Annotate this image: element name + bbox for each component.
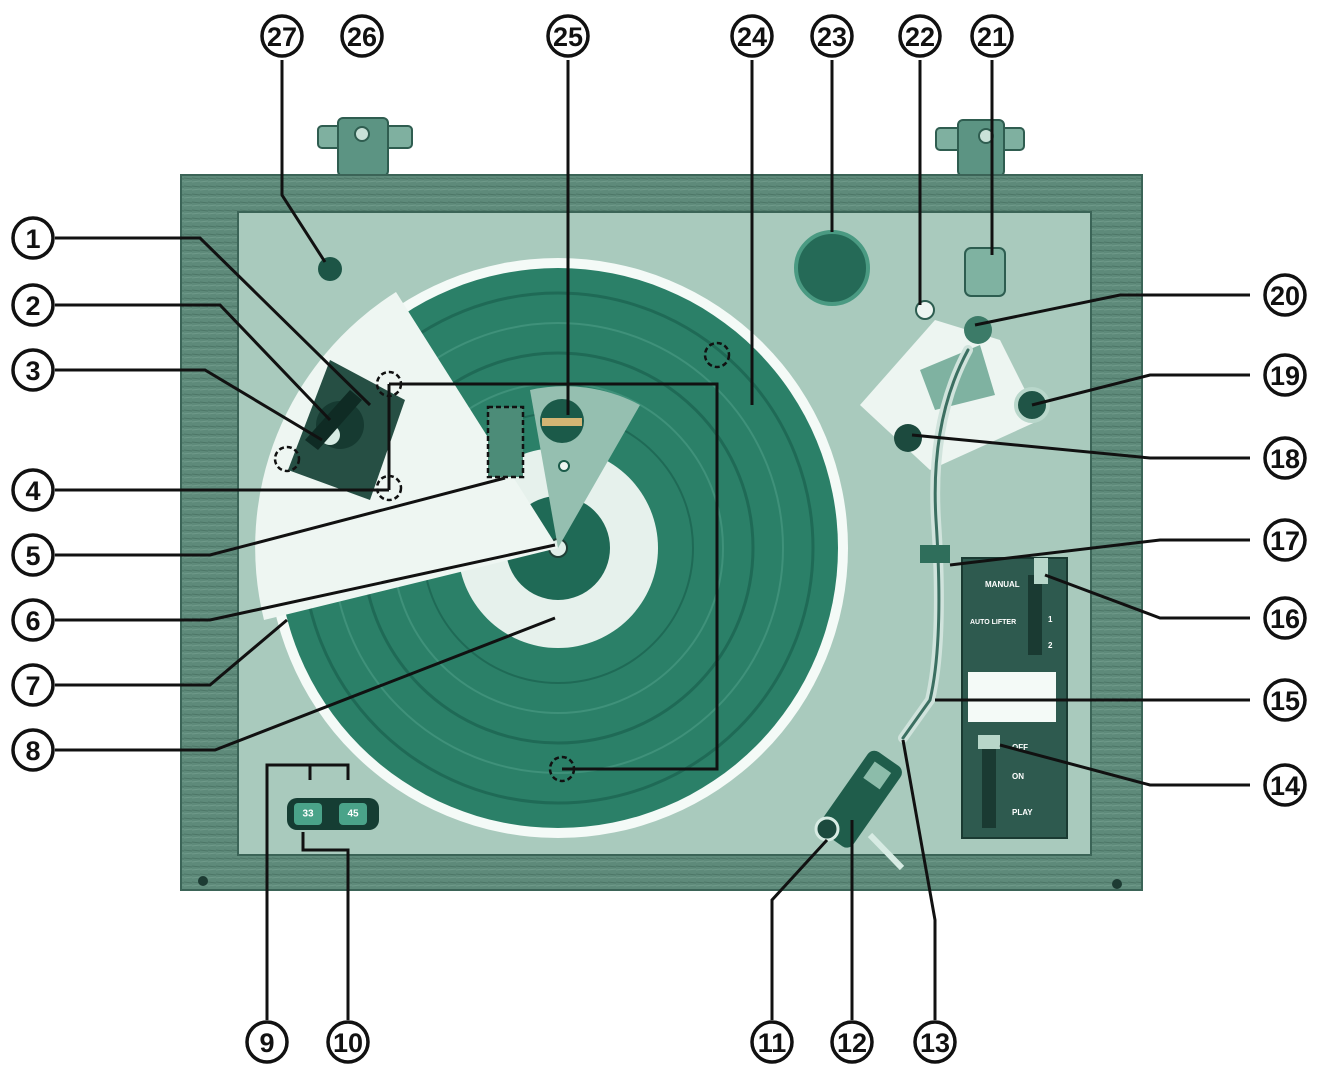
callout-number: 11 bbox=[758, 1028, 787, 1058]
callout-26: 26 bbox=[342, 16, 382, 56]
callout-13: 13 bbox=[915, 1022, 955, 1062]
callout-24: 24 bbox=[732, 16, 772, 56]
callout-number: 4 bbox=[25, 476, 40, 506]
callout-12: 12 bbox=[832, 1022, 872, 1062]
speed-button-45[interactable]: 45 bbox=[347, 809, 359, 820]
panel-label-mode-1: 1 bbox=[1048, 615, 1053, 624]
callout-number: 27 bbox=[267, 22, 297, 52]
callout-22: 22 bbox=[900, 16, 940, 56]
callout-17: 17 bbox=[1265, 520, 1305, 560]
panel-label-play: PLAY bbox=[1012, 808, 1033, 817]
callout-number: 23 bbox=[817, 22, 847, 52]
callout-number: 13 bbox=[920, 1028, 950, 1058]
callout-number: 10 bbox=[333, 1028, 363, 1058]
speed-selector[interactable]: 33 45 bbox=[287, 798, 379, 830]
speed-button-33[interactable]: 33 bbox=[302, 809, 314, 820]
callout-15: 15 bbox=[1265, 680, 1305, 720]
callout-11: 11 bbox=[752, 1022, 792, 1062]
callout-14: 14 bbox=[1265, 765, 1305, 805]
callout-number: 15 bbox=[1270, 686, 1300, 716]
hinge-left bbox=[318, 118, 412, 176]
corner-screw-right bbox=[1112, 879, 1122, 889]
callout-21: 21 bbox=[972, 16, 1012, 56]
callout-16: 16 bbox=[1265, 598, 1305, 638]
marker-dashed-rect bbox=[488, 407, 523, 477]
callout-1: 1 bbox=[13, 218, 53, 258]
callout-number: 7 bbox=[25, 671, 40, 701]
control-panel: MANUAL AUTO LIFTER 1 2 OFF ON PLAY bbox=[962, 558, 1067, 838]
callout-number: 8 bbox=[25, 736, 40, 766]
callout-number: 12 bbox=[837, 1028, 867, 1058]
panel-label-on: ON bbox=[1012, 772, 1024, 781]
callout-10: 10 bbox=[328, 1022, 368, 1062]
callout-number: 24 bbox=[737, 22, 767, 52]
callout-number: 20 bbox=[1270, 281, 1300, 311]
callout-8: 8 bbox=[13, 730, 53, 770]
callout-3: 3 bbox=[13, 350, 53, 390]
panel-label-mode-2: 2 bbox=[1048, 641, 1053, 650]
callout-number: 17 bbox=[1270, 526, 1300, 556]
callout-9: 9 bbox=[247, 1022, 287, 1062]
callout-number: 6 bbox=[25, 606, 40, 636]
callout-4: 4 bbox=[13, 470, 53, 510]
callout-5: 5 bbox=[13, 535, 53, 575]
spindle-adapter-holder bbox=[796, 232, 868, 304]
callout-2: 2 bbox=[13, 285, 53, 325]
callout-number: 25 bbox=[553, 22, 583, 52]
panel-label-manual: MANUAL bbox=[985, 580, 1020, 589]
callout-18: 18 bbox=[1265, 438, 1305, 478]
callout-27: 27 bbox=[262, 16, 302, 56]
callout-number: 14 bbox=[1270, 771, 1300, 801]
callout-number: 2 bbox=[25, 291, 40, 321]
callout-number: 18 bbox=[1270, 444, 1300, 474]
callout-number: 21 bbox=[977, 22, 1007, 52]
callout-number: 5 bbox=[25, 541, 40, 571]
callout-number: 16 bbox=[1270, 604, 1300, 634]
callout-23: 23 bbox=[812, 16, 852, 56]
callout-number: 3 bbox=[25, 356, 40, 386]
callout-6: 6 bbox=[13, 600, 53, 640]
callout-7: 7 bbox=[13, 665, 53, 705]
hinge-right bbox=[936, 120, 1024, 176]
callout-20: 20 bbox=[1265, 275, 1305, 315]
callout-number: 1 bbox=[25, 224, 40, 254]
callout-number: 19 bbox=[1270, 361, 1300, 391]
callout-number: 22 bbox=[905, 22, 935, 52]
callout-19: 19 bbox=[1265, 355, 1305, 395]
callout-number: 26 bbox=[347, 22, 377, 52]
callout-number: 9 bbox=[259, 1028, 274, 1058]
corner-screw-left bbox=[198, 876, 208, 886]
callout-25: 25 bbox=[548, 16, 588, 56]
panel-label-auto-lift: AUTO LIFTER bbox=[970, 619, 1016, 626]
dust-cover-support bbox=[318, 257, 342, 281]
